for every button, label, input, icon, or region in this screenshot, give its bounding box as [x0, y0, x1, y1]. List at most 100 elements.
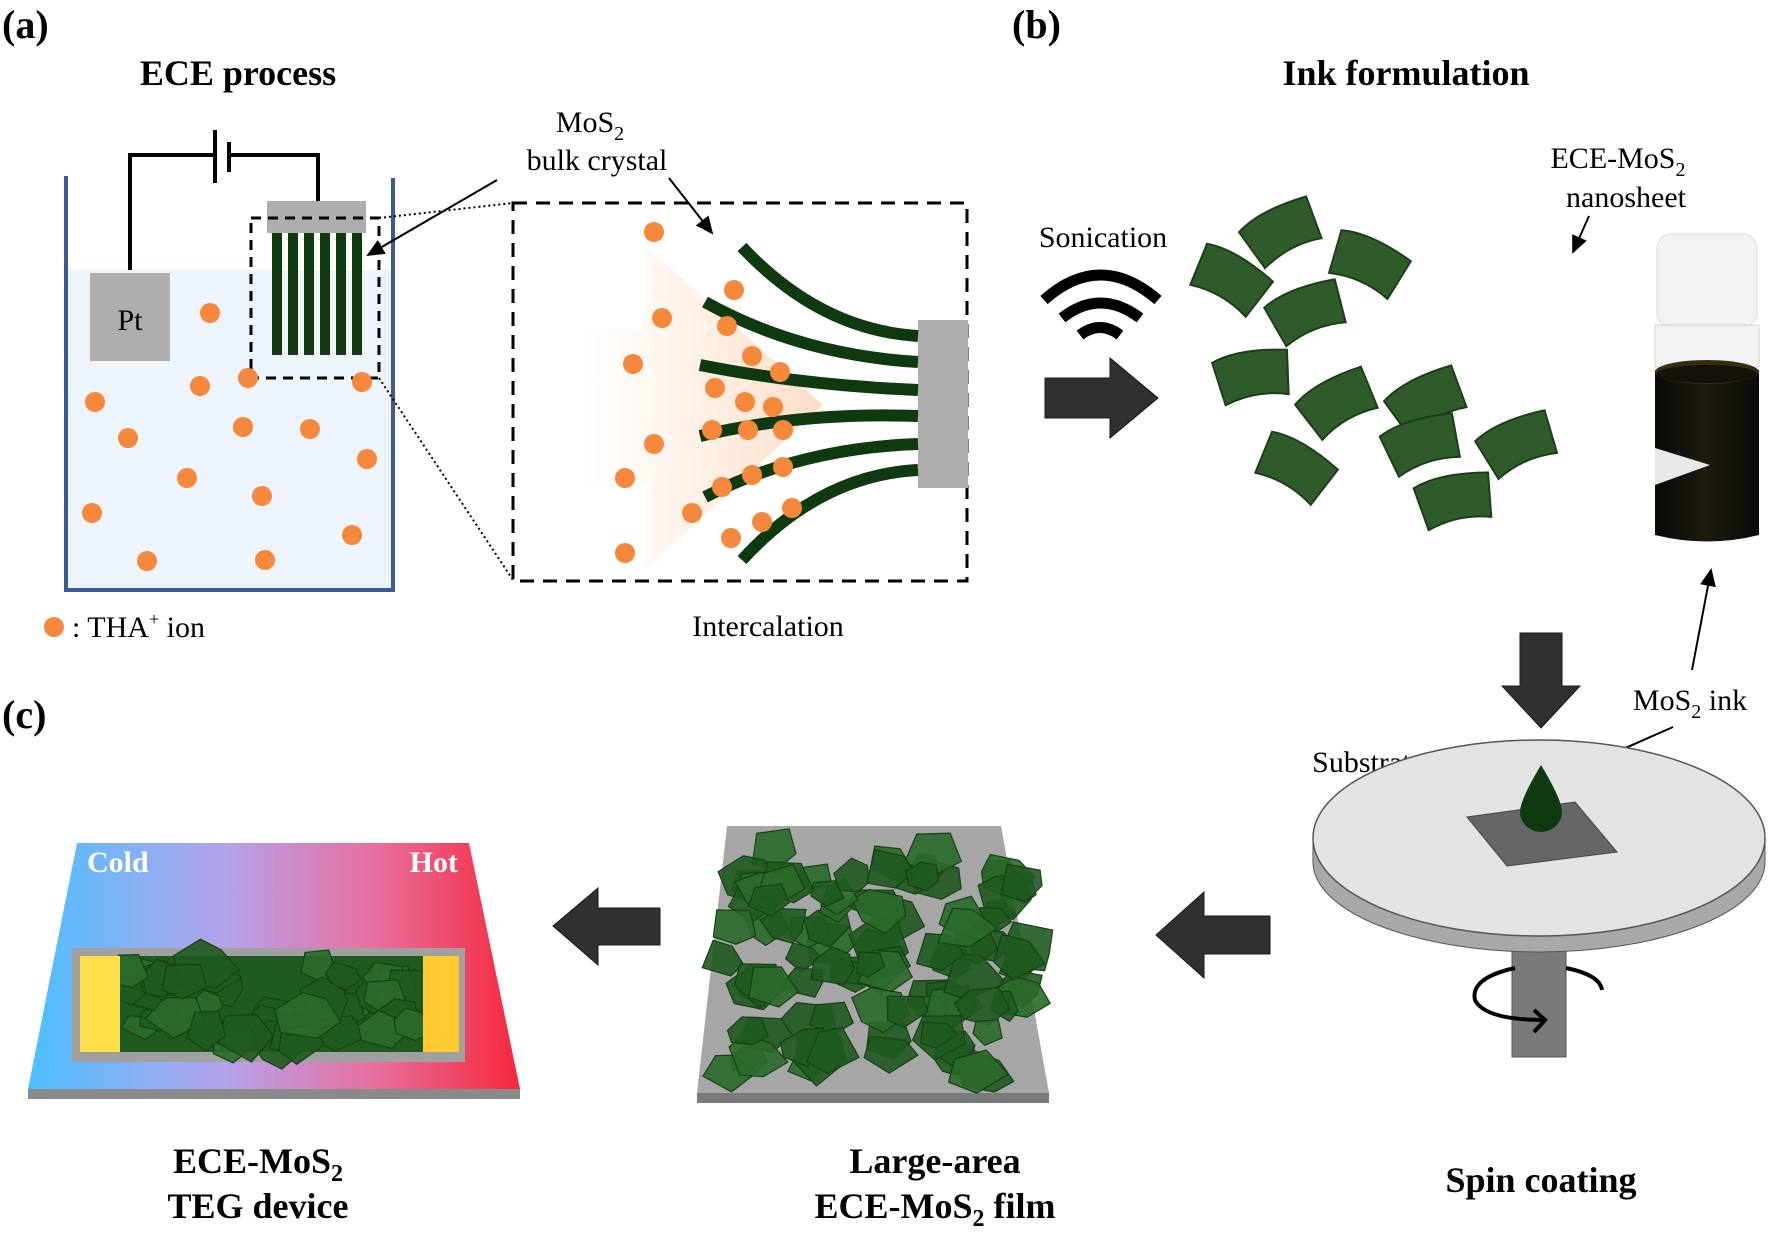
nanosheet	[1253, 430, 1340, 507]
ion	[735, 392, 755, 412]
ion	[752, 512, 772, 532]
ion-legend-icon	[44, 617, 64, 637]
ion	[717, 316, 737, 336]
ion	[652, 308, 672, 328]
large-area-film	[697, 826, 1054, 1103]
ion	[702, 420, 722, 440]
mos2-flake	[324, 960, 362, 991]
panel-c-label: (c)	[2, 692, 46, 737]
mos2-flake	[810, 880, 845, 907]
mos2-flake	[855, 951, 886, 978]
nanosheet	[1293, 365, 1380, 442]
panel-a: (a) ECE process Pt	[2, 2, 969, 644]
layer-pointer-arrow	[668, 177, 714, 235]
mos2-flake	[905, 861, 940, 892]
sonication-label: Sonication	[1039, 221, 1167, 254]
ion	[137, 551, 157, 571]
nanosheet-pointer-arrow	[1572, 215, 1590, 254]
ion	[255, 550, 275, 570]
panel-b: (b) Ink formulation Sonication ECE-MoS2 …	[1012, 2, 1760, 542]
gold-electrode-hot	[423, 956, 459, 1052]
mos2-flake	[993, 933, 1046, 981]
ion	[300, 419, 320, 439]
nanosheet	[1378, 412, 1462, 479]
film-label-line2: ECE-MoS2 film	[815, 1186, 1056, 1232]
teg-device: Cold Hot	[28, 843, 520, 1099]
ink-to-vial-arrow	[1691, 568, 1716, 671]
ion	[742, 346, 762, 366]
ion	[644, 222, 664, 242]
mos2-flake	[747, 883, 791, 917]
nanosheets	[1188, 195, 1559, 532]
intercalation-label: Intercalation	[692, 610, 844, 643]
ion	[721, 528, 741, 548]
mos2-flake	[726, 1016, 769, 1046]
nanosheet	[1412, 471, 1493, 532]
nanosheet-label-line2: nanosheet	[1566, 181, 1687, 214]
mos2-flake	[701, 939, 745, 977]
ions-beaker	[82, 303, 377, 571]
mos2-flake	[161, 963, 208, 1000]
mos2-flake	[936, 907, 999, 948]
mos2-flake	[712, 909, 757, 945]
panel-c: (c) Cold Hot ECE-MoS2 TEG device Large-a…	[2, 692, 1271, 1232]
ion	[85, 392, 105, 412]
mos2-flake	[186, 1010, 227, 1052]
mos2-flake	[748, 966, 800, 1008]
ion	[773, 420, 793, 440]
arrow-left-film-to-device	[552, 886, 661, 967]
ion	[238, 368, 258, 388]
ion	[682, 503, 702, 523]
ion	[118, 428, 138, 448]
arrow-right-sonication	[1044, 356, 1159, 440]
ion	[763, 397, 783, 417]
mos2-flake	[947, 1049, 1010, 1094]
teg-flakes	[102, 938, 445, 1070]
panel-b-title: Ink formulation	[1282, 53, 1529, 93]
ion	[342, 525, 362, 545]
ion	[705, 378, 725, 398]
ion	[615, 543, 635, 563]
mos2-flake	[806, 1026, 860, 1075]
ion	[623, 354, 643, 374]
ion	[770, 362, 790, 382]
mos2-layers-splayed	[698, 242, 919, 565]
nanosheet	[1263, 278, 1347, 348]
nanosheet	[1188, 242, 1275, 319]
arrow-left-spin-to-film	[1155, 890, 1271, 980]
crystal-pointer-arrow	[366, 179, 498, 257]
panel-a-label: (a)	[2, 2, 49, 47]
beaker	[64, 176, 395, 592]
nanosheet	[1237, 195, 1323, 270]
spindle	[1511, 941, 1567, 1058]
ion	[200, 303, 220, 323]
nanosheet	[1210, 348, 1290, 407]
ion	[190, 376, 210, 396]
mos2-flake	[886, 995, 929, 1028]
ion	[82, 503, 102, 523]
ion	[644, 434, 664, 454]
rotation-arrow-icon	[1472, 966, 1546, 1022]
mos2-flake	[728, 1033, 789, 1078]
mos2-flake	[1000, 863, 1043, 903]
mos2-flake	[972, 1019, 1003, 1047]
ions-intercalation	[615, 222, 802, 563]
zoom-line-bottom	[378, 377, 514, 581]
intercalation-arrow-shape	[582, 245, 823, 570]
spin-coating-section: MoS2 ink Substrate Spin coating	[1312, 568, 1766, 1200]
crystal-label: MoS2	[556, 106, 624, 145]
hot-label: Hot	[410, 846, 458, 879]
crystal-holder-zoom	[918, 320, 968, 488]
spin-coating-label: Spin coating	[1445, 1160, 1636, 1200]
ink-label: MoS2 ink	[1633, 684, 1747, 723]
crystal-holder	[267, 201, 366, 233]
ion	[742, 465, 762, 485]
zoom-region-box	[249, 216, 381, 380]
mos2-flake	[810, 946, 855, 986]
gold-electrode-cold	[80, 956, 120, 1052]
mos2-flake	[865, 848, 915, 889]
ion-legend-text: : THA+ ion	[72, 609, 205, 644]
ion	[233, 417, 253, 437]
mos2-crystal	[272, 233, 362, 355]
